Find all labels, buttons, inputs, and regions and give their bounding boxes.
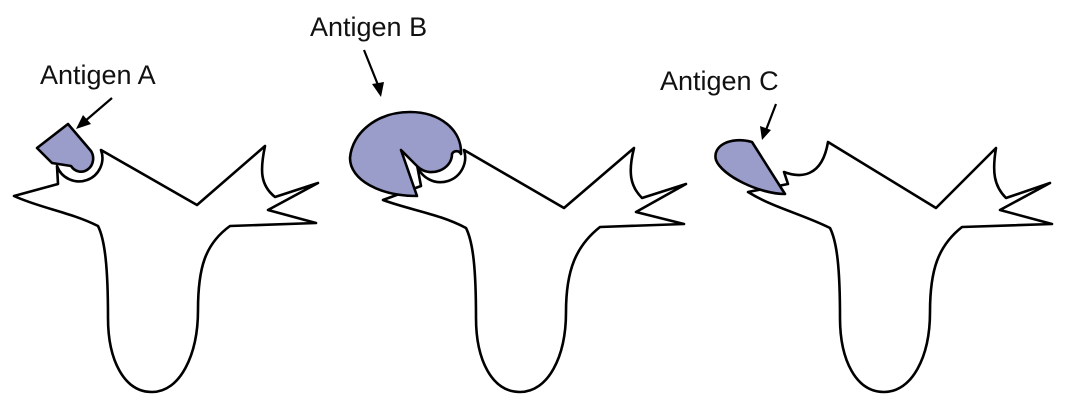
antigen-a-shape [37, 124, 93, 172]
receptor-c [748, 142, 1052, 392]
antigen-c-arrow [766, 104, 776, 130]
antigen-b-arrow [364, 50, 378, 85]
receptor-group-b: Antigen B [310, 12, 686, 392]
antigen-b-label: Antigen B [310, 12, 427, 42]
antigen-a-label: Antigen A [40, 60, 156, 90]
antigen-c-label: Antigen C [660, 66, 779, 96]
receptor-b [383, 148, 686, 392]
antigen-c-arrowhead [760, 126, 771, 140]
receptor-group-a: Antigen A [14, 60, 318, 392]
antigen-a-arrow [84, 98, 112, 122]
receptor-group-c: Antigen C [660, 66, 1052, 392]
receptor-a [14, 146, 318, 392]
antigen-c-shape [715, 140, 785, 194]
antigen-b-arrowhead [372, 82, 384, 97]
